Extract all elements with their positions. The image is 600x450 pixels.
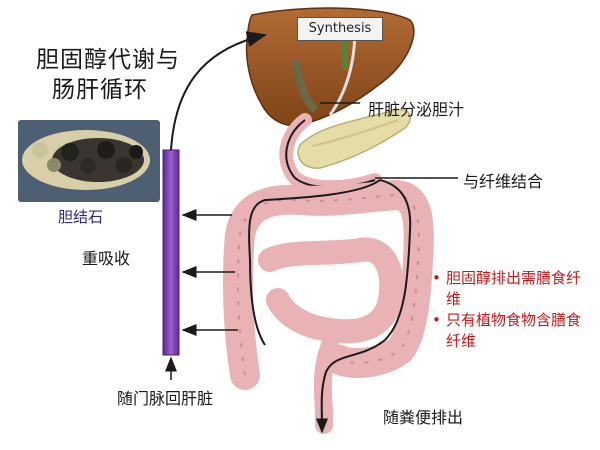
portal-return-label: 随门脉回肝脏 bbox=[117, 389, 214, 408]
notes-list: • 胆固醇排出需膳食纤维 • 只有植物食物含膳食纤维 bbox=[432, 268, 581, 352]
gallstone-photo bbox=[18, 120, 160, 202]
intestine bbox=[222, 179, 434, 434]
bullet-icon: • bbox=[432, 311, 441, 329]
note-item: • 只有植物食物含膳食纤维 bbox=[432, 310, 581, 352]
reabsorption-label: 重吸收 bbox=[82, 249, 131, 268]
title-line-2: 肠肝循环 bbox=[52, 77, 148, 103]
note-item: • 胆固醇排出需膳食纤维 bbox=[432, 268, 581, 310]
note-text: 胆固醇排出需膳食纤维 bbox=[446, 269, 582, 308]
portal-vein bbox=[162, 149, 180, 356]
bile-secretion-label: 肝脏分泌胆汁 bbox=[368, 100, 465, 119]
synthesis-label: Synthesis bbox=[297, 17, 383, 41]
fiber-binding-label: 与纤维结合 bbox=[463, 172, 544, 191]
return-to-liver-arrow bbox=[170, 31, 267, 151]
pancreas bbox=[297, 108, 411, 169]
title-line-1: 胆固醇代谢与 bbox=[36, 47, 180, 73]
fecal-excretion-label: 随粪便排出 bbox=[383, 408, 464, 427]
bullet-icon: • bbox=[432, 269, 441, 287]
gallstone-label: 胆结石 bbox=[58, 208, 104, 226]
note-text: 只有植物食物含膳食纤维 bbox=[446, 311, 582, 350]
